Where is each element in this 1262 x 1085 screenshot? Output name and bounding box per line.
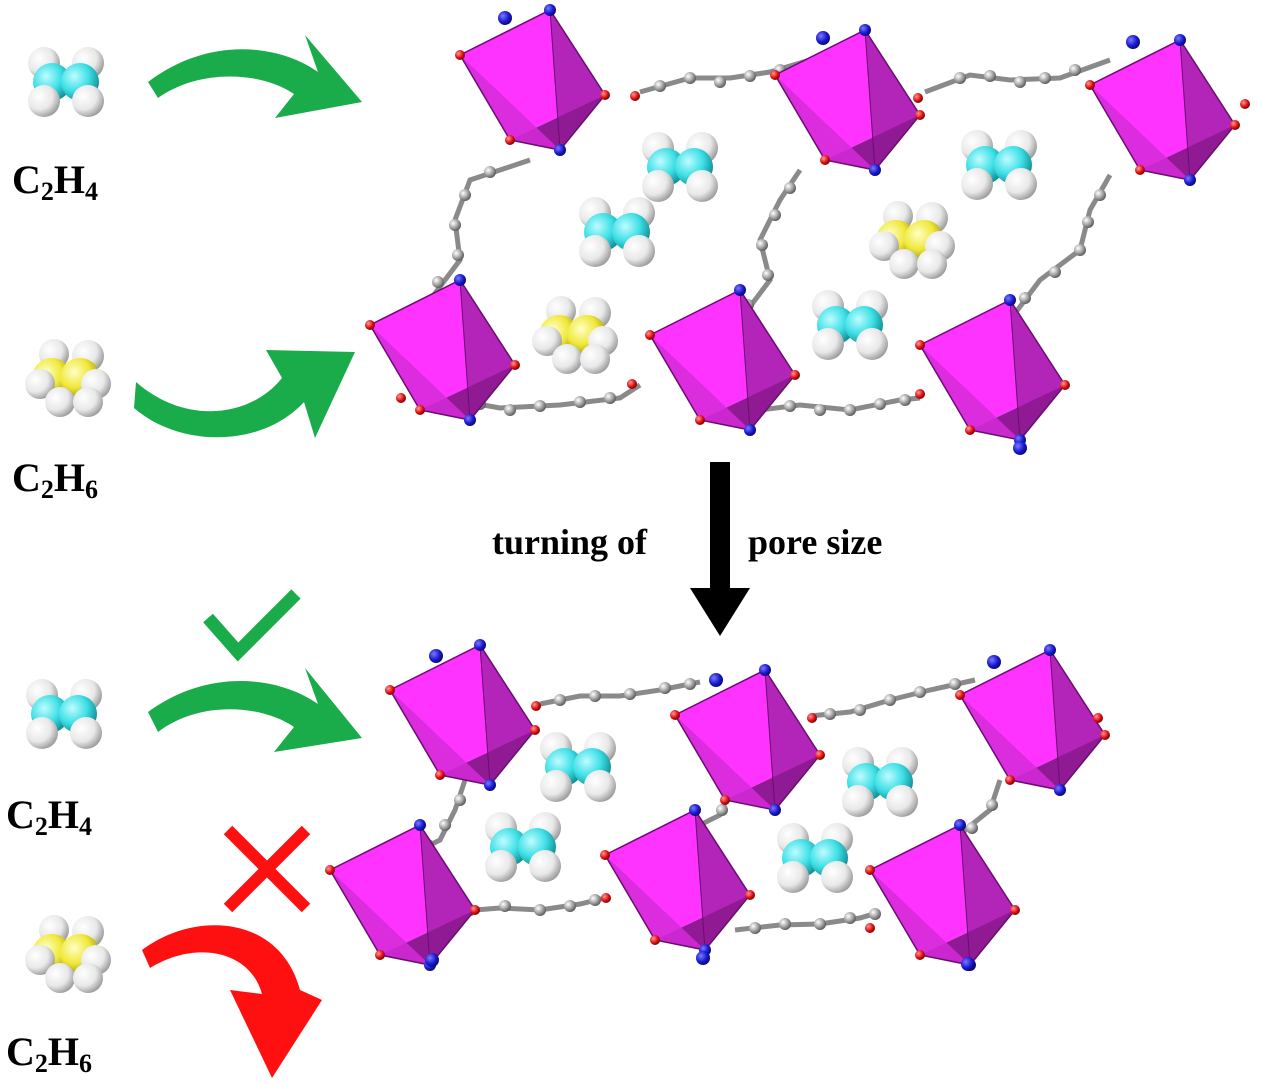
accept-arrow-bottom [148, 668, 362, 752]
ethane-label-top: C2H6 [12, 455, 99, 504]
ethylene-label-top: C2H4 [12, 157, 99, 206]
check-icon [203, 589, 301, 662]
transition-text-right: pore size [748, 522, 883, 562]
transition-text-left: turning of [492, 522, 648, 562]
ethane-molecule-bottom [25, 915, 111, 993]
framework-top [364, 3, 1250, 455]
down-arrow-icon [690, 462, 750, 636]
framework-bottom [324, 638, 1111, 972]
ethane-molecule-top [25, 339, 111, 417]
ethylene-label-bottom: C2H4 [6, 792, 93, 841]
ethylene-molecule-top [28, 47, 104, 117]
ethylene-molecule-bottom [26, 679, 102, 749]
accept-arrow-top [148, 35, 362, 118]
accept-arrow-middle [134, 350, 355, 438]
ethane-label-bottom: C2H6 [6, 1029, 93, 1078]
cross-icon [223, 825, 311, 913]
reject-arrow [142, 925, 322, 1078]
